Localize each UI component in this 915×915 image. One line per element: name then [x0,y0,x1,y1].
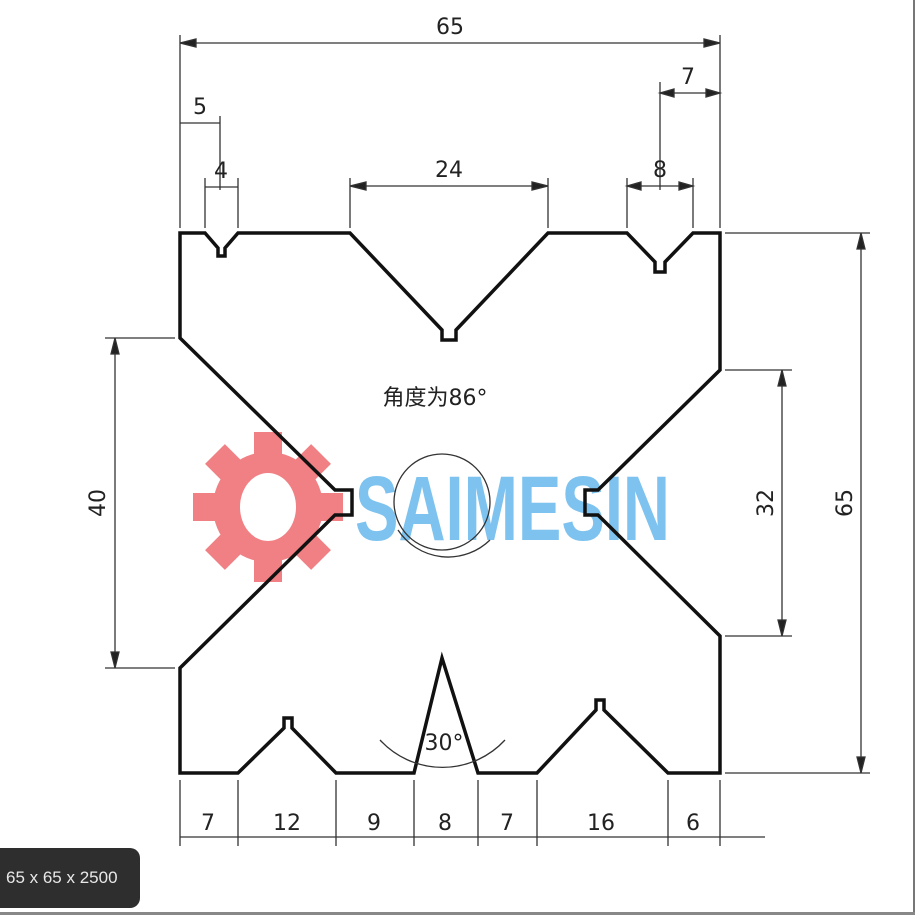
dim-right-height: 32 [754,489,779,517]
dim-bottom-2: 12 [273,811,301,836]
dim-bottom-6: 16 [587,811,615,836]
dim-bottom-7: 6 [686,811,700,836]
gear-logo-icon [193,432,343,582]
dim-right-offset: 7 [681,65,695,90]
dim-bottom-5: 7 [500,811,514,836]
dim-left-groove: 4 [214,159,228,184]
angle-note: 角度为86° [383,386,488,411]
dim-left-offset: 5 [193,95,207,120]
dim-bottom-4: 8 [438,811,452,836]
frame-border [913,0,915,915]
dim-center-groove: 24 [435,158,463,183]
dim-right-groove: 8 [653,158,667,183]
frame-border-bottom [0,912,915,915]
size-caption: 65 x 65 x 2500 [0,848,140,908]
watermark-ring-icon [393,453,491,558]
bottom-angle-label: 30° [425,731,464,756]
dim-bottom-3: 9 [367,811,381,836]
dim-left-height: 40 [86,489,111,517]
watermark-text: SAIMESIN [355,458,670,560]
dim-total-height: 65 [833,489,858,517]
dim-overall-width: 65 [436,15,464,40]
dim-bottom-1: 7 [201,811,215,836]
dimension-lines [105,35,870,846]
profile-outline [178,231,722,775]
